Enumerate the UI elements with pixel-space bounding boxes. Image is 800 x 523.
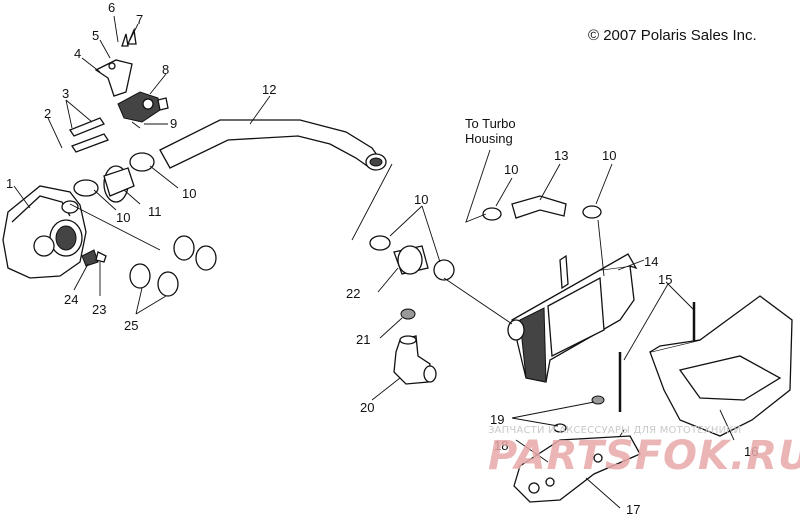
callout-2: 2 — [44, 106, 51, 121]
callout-14: 14 — [644, 254, 658, 269]
callout-5: 5 — [92, 28, 99, 43]
turbo-housing-note: To Turbo Housing — [465, 116, 516, 146]
copyright-text: © 2007 Polaris Sales Inc. — [588, 27, 757, 44]
callout-1: 1 — [6, 176, 13, 191]
callout-8: 8 — [162, 62, 169, 77]
callout-17: 17 — [626, 502, 640, 517]
callout-25: 25 — [124, 318, 138, 333]
part-21-ring — [400, 308, 416, 320]
callout-9: 9 — [170, 116, 177, 131]
note-line-1: To Turbo — [465, 116, 516, 131]
callout-16: 16 — [744, 444, 758, 459]
leader-lines — [13, 15, 735, 509]
callout-20: 20 — [360, 400, 374, 415]
callout-4: 4 — [74, 46, 81, 61]
part-8-valve — [117, 91, 169, 129]
callout-11: 11 — [148, 204, 162, 219]
part-25-clamps — [129, 235, 217, 297]
part-14-intercooler — [507, 253, 638, 383]
callout-10-a: 10 — [116, 210, 130, 225]
callout-10-d: 10 — [504, 162, 518, 177]
callout-23: 23 — [92, 302, 106, 317]
part-17-bracket — [513, 395, 641, 503]
callout-10-b: 10 — [182, 186, 196, 201]
callout-6: 6 — [108, 0, 115, 15]
part-16-shield — [649, 295, 793, 437]
watermark-logo: PARTSFOK.RU — [488, 433, 800, 479]
callout-10-e: 10 — [602, 148, 616, 163]
callout-18: 18 — [494, 438, 508, 453]
callout-19: 19 — [490, 412, 504, 427]
part-12-hose — [159, 119, 387, 171]
note-line-2: Housing — [465, 131, 513, 146]
watermark-tagline: ЗАПЧАСТИ И АКСЕССУАРЫ ДЛЯ МОТОТЕХНИКИ — [488, 425, 742, 436]
callout-7: 7 — [136, 12, 143, 27]
part-2-3-brackets — [69, 117, 109, 153]
part-13-hose — [482, 195, 602, 221]
callout-21: 21 — [356, 332, 370, 347]
callout-3: 3 — [62, 86, 69, 101]
part-1-housing — [2, 185, 87, 279]
callout-13: 13 — [554, 148, 568, 163]
callout-24: 24 — [64, 292, 78, 307]
part-22-tee — [369, 235, 455, 281]
callout-15: 15 — [658, 272, 672, 287]
callout-12: 12 — [262, 82, 276, 97]
callout-10-c: 10 — [414, 192, 428, 207]
part-23-24-fitting — [81, 249, 107, 267]
part-20-elbow — [393, 335, 437, 385]
part-11-coupler — [73, 152, 155, 203]
callout-numbers: 1 2 3 4 5 6 7 8 9 10 11 10 12 24 23 25 1… — [6, 0, 758, 517]
callout-22: 22 — [346, 286, 360, 301]
